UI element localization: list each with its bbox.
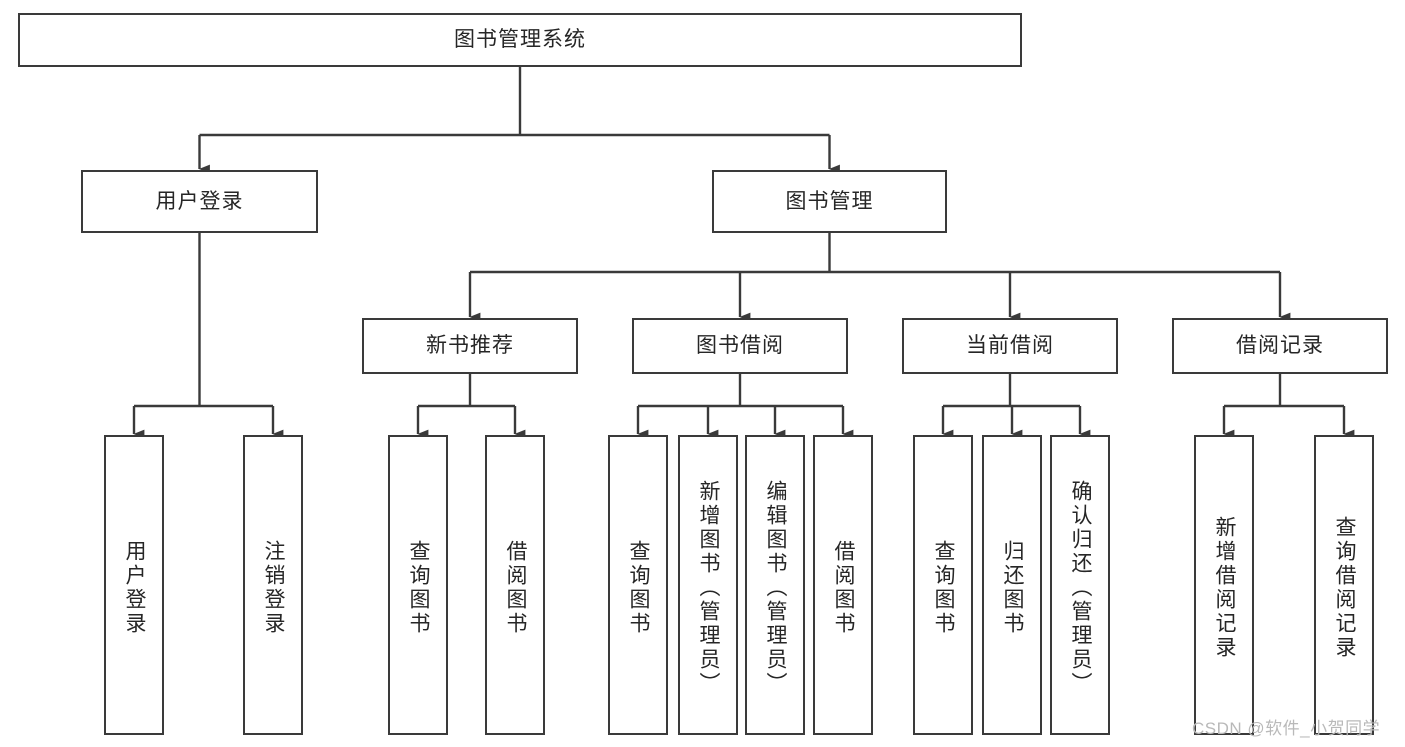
node-leaf-logout[interactable]: 注销登录	[243, 435, 303, 735]
node-label: 新增图书（管理员）	[697, 480, 720, 696]
node-label: 用户登录	[155, 189, 244, 213]
node-label: 查询借阅记录	[1333, 516, 1356, 660]
node-book-management[interactable]: 图书管理	[712, 170, 947, 233]
node-label: 查询图书	[627, 540, 650, 636]
node-leaf-add-borrow-record[interactable]: 新增借阅记录	[1194, 435, 1254, 735]
node-leaf-query-book-current[interactable]: 查询图书	[913, 435, 973, 735]
node-root[interactable]: 图书管理系统	[18, 13, 1022, 67]
node-leaf-borrow-book[interactable]: 借阅图书	[813, 435, 873, 735]
node-label: 图书管理	[785, 189, 874, 213]
node-leaf-edit-book-admin[interactable]: 编辑图书（管理员）	[745, 435, 805, 735]
node-label: 借阅图书	[832, 540, 855, 636]
node-label: 新增借阅记录	[1213, 516, 1236, 660]
node-book-borrow[interactable]: 图书借阅	[632, 318, 848, 374]
node-current-borrow[interactable]: 当前借阅	[902, 318, 1118, 374]
node-label: 借阅记录	[1236, 334, 1324, 358]
node-label: 图书借阅	[696, 334, 784, 358]
node-leaf-query-book-recommend[interactable]: 查询图书	[388, 435, 448, 735]
node-leaf-confirm-return-admin[interactable]: 确认归还（管理员）	[1050, 435, 1110, 735]
node-label: 图书管理系统	[454, 28, 586, 52]
node-label: 查询图书	[407, 540, 430, 636]
node-label: 当前借阅	[966, 334, 1054, 358]
node-label: 用户登录	[123, 540, 146, 636]
node-leaf-add-book-admin[interactable]: 新增图书（管理员）	[678, 435, 738, 735]
node-label: 确认归还（管理员）	[1069, 480, 1092, 696]
node-leaf-query-book-borrow[interactable]: 查询图书	[608, 435, 668, 735]
node-label: 借阅图书	[504, 540, 527, 636]
node-borrow-records[interactable]: 借阅记录	[1172, 318, 1388, 374]
node-label: 注销登录	[262, 540, 285, 636]
csdn-watermark: CSDN @软件_小贺同学	[1192, 719, 1381, 738]
node-label: 新书推荐	[426, 334, 514, 358]
node-leaf-return-book[interactable]: 归还图书	[982, 435, 1042, 735]
node-label: 编辑图书（管理员）	[764, 480, 787, 696]
node-leaf-user-login[interactable]: 用户登录	[104, 435, 164, 735]
node-leaf-borrow-book-recommend[interactable]: 借阅图书	[485, 435, 545, 735]
node-new-book-recommend[interactable]: 新书推荐	[362, 318, 578, 374]
node-label: 归还图书	[1001, 540, 1024, 636]
node-user-login[interactable]: 用户登录	[81, 170, 318, 233]
node-leaf-query-borrow-record[interactable]: 查询借阅记录	[1314, 435, 1374, 735]
node-label: 查询图书	[932, 540, 955, 636]
